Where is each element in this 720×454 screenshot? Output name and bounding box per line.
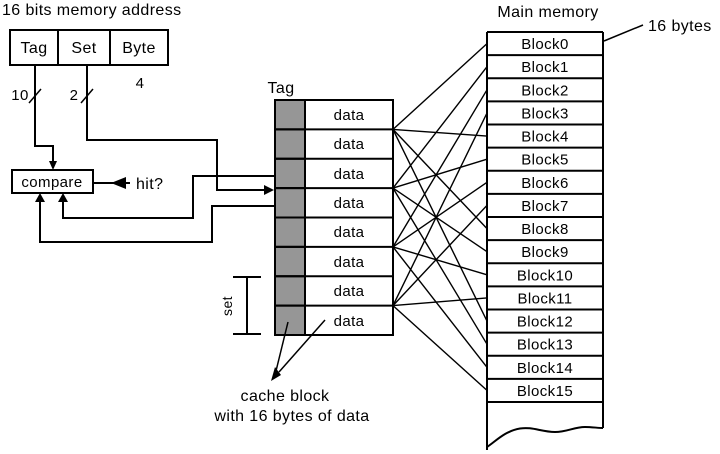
hit-arrowhead-icon — [111, 177, 126, 189]
memory-block-label: Block12 — [517, 314, 573, 331]
mapping-line-set1-block5 — [392, 158, 488, 189]
tag-to-compare-wire — [34, 65, 54, 168]
set-select-wire — [86, 65, 266, 191]
memory-block-label: Block11 — [517, 290, 572, 307]
memory-block-label: Block8 — [521, 221, 568, 238]
memory-block-label: Block4 — [521, 129, 568, 146]
caption-arrowhead-icon — [271, 367, 281, 381]
cache-tag-way1-wire — [62, 175, 275, 219]
memory-block-label: Block0 — [521, 36, 568, 53]
mapping-line-set0-block12 — [392, 129, 488, 322]
cache-tag-cell — [274, 245, 306, 278]
mapping-line-set3-block15 — [392, 305, 488, 391]
cache-data-label: data — [334, 136, 365, 153]
cache-data-label: data — [334, 166, 365, 183]
memory-block-label: Block2 — [521, 82, 568, 99]
mapping-line-set0-block0 — [392, 43, 488, 130]
mapping-line-set2-block6 — [392, 181, 488, 248]
cache-block-caption-line1: cache block — [241, 388, 330, 405]
memory-block-label: Block10 — [517, 267, 573, 284]
address-field-byte: Byte — [122, 40, 156, 57]
cache-data-label: data — [334, 254, 365, 271]
cache-block-caption-line2: with 16 bytes of data — [213, 408, 369, 425]
memory-block-label: Block9 — [521, 244, 568, 261]
set-bracket-label: set — [219, 296, 235, 316]
mapping-line-set3-block11 — [392, 297, 488, 307]
memory-block-label: Block1 — [521, 59, 568, 76]
mapping-line-set0-block4 — [392, 128, 488, 137]
cache-data-label: data — [334, 313, 365, 330]
set-bits-label: 2 — [70, 87, 79, 104]
mapping-line-set2-block10 — [392, 246, 488, 276]
cache-tag-cell — [274, 128, 306, 160]
byte-size-pointer — [603, 24, 644, 42]
memory-block-label: Block7 — [521, 198, 568, 215]
mapping-line-set3-block7 — [392, 204, 488, 307]
mapping-line-set1-block9 — [392, 187, 488, 253]
cache-tag-cell — [274, 157, 306, 190]
memory-torn-bottom-edge — [486, 425, 604, 448]
cache-tag-column-header: Tag — [268, 80, 295, 97]
mapping-line-set1-block1 — [392, 66, 488, 189]
cache-tag-cell — [274, 275, 306, 307]
compare-box — [11, 169, 94, 194]
byte-bits-label: 4 — [136, 75, 145, 92]
memory-block-label: Block5 — [521, 152, 568, 169]
cache-data-label: data — [334, 107, 365, 124]
memory-block-label: Block6 — [521, 175, 568, 192]
mapping-line-set0-block8 — [392, 128, 488, 230]
cache-data-label: data — [334, 224, 365, 241]
memory-block-label: Block3 — [521, 105, 568, 122]
cache-tag-cell — [274, 304, 306, 337]
cache-data-label: data — [334, 195, 365, 212]
main-memory-title: Main memory — [497, 4, 598, 21]
tag-bits-label: 10 — [11, 87, 29, 104]
cache-data-label: data — [334, 283, 365, 300]
caption-pointer-tag — [275, 321, 289, 372]
address-field-tag: Tag — [21, 40, 48, 57]
hit-label: hit? — [136, 176, 163, 193]
cache-tag-cell — [274, 99, 306, 131]
byte-size-label: 16 bytes — [648, 18, 712, 35]
memory-block-label: Block15 — [517, 383, 573, 400]
mapping-line-set3-block3 — [392, 112, 488, 306]
way2-arrowhead-icon — [35, 193, 45, 202]
memory-block-label: Block14 — [517, 360, 573, 377]
address-title: 16 bits memory address — [2, 2, 182, 19]
set-select-arrowhead-icon — [264, 185, 274, 195]
mapping-line-set2-block2 — [392, 89, 488, 248]
cache-tag-cell — [274, 187, 306, 219]
cache-tag-cell — [274, 216, 306, 248]
way1-arrowhead-icon — [58, 193, 68, 202]
address-box — [9, 29, 169, 66]
cache-tag-way2-wire — [39, 196, 275, 243]
caption-pointer-data — [278, 319, 326, 373]
mapping-line-set1-block13 — [392, 187, 488, 345]
compare-label: compare — [21, 174, 82, 191]
mapping-line-set2-block14 — [392, 246, 488, 368]
memory-block-label: Block13 — [517, 337, 573, 354]
tag-to-compare-arrowhead-icon — [49, 161, 57, 170]
address-field-set: Set — [71, 40, 96, 57]
